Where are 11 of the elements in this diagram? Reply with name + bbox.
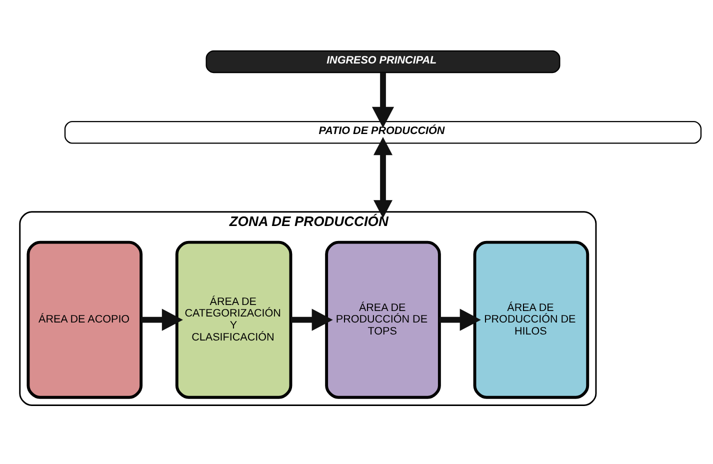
node-box: PATIO DE PRODUCCIÓN bbox=[64, 121, 702, 144]
node-box: ÁREA DE PRODUCCIÓN DE HILOS bbox=[473, 240, 590, 399]
node-box: INGRESO PRINCIPAL bbox=[206, 50, 560, 74]
arrow bbox=[439, 308, 481, 331]
node-box: ÁREA DE ACOPIO bbox=[26, 240, 143, 399]
arrow bbox=[374, 137, 393, 218]
node-box: ÁREA DE PRODUCCIÓN DE TOPS bbox=[325, 240, 441, 399]
arrow bbox=[141, 308, 183, 331]
arrow bbox=[372, 72, 394, 128]
arrow bbox=[290, 308, 333, 331]
node-box: ÁREA DE CATEGORIZACIÓN Y CLASIFICACIÓN bbox=[175, 240, 292, 399]
